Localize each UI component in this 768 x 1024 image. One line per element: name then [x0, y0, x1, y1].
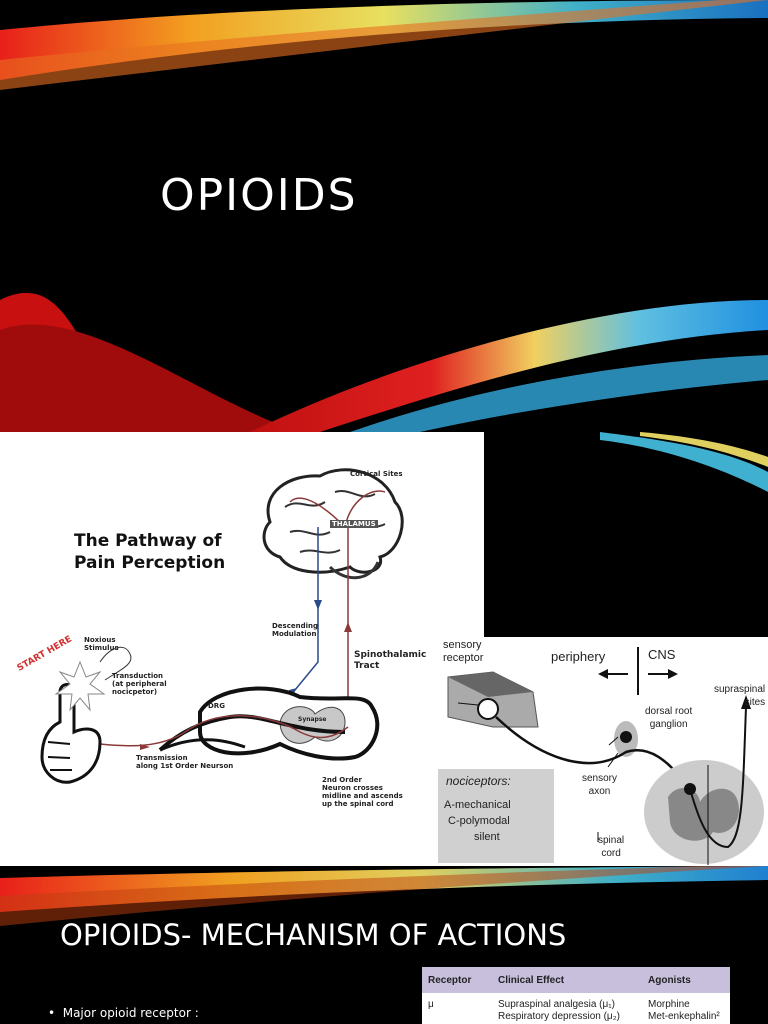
label-noxious: Noxious Stimulus — [84, 636, 119, 652]
label-sensory-receptor: sensory receptor — [443, 639, 483, 665]
label-trans-1: Transduction — [112, 672, 164, 680]
cell-agonist-2: Met-enkephalin² — [648, 1011, 720, 1022]
label-descending-1: Descending — [272, 622, 319, 630]
label-trans-2: (at peripheral — [112, 680, 167, 688]
cell-effect: Supraspinal analgesia (μ₁) Respiratory d… — [498, 999, 648, 1023]
nociceptors-box: nociceptors: A-mechanical C-polymodal si… — [438, 769, 554, 863]
header-agonists: Agonists — [648, 974, 691, 986]
label-dorsal-1: dorsal root — [645, 706, 693, 717]
label-periphery: periphery — [551, 649, 606, 664]
label-spinal-cord: spinal cord — [598, 834, 624, 860]
label-transmission: Transmission along 1st Order Neurson — [136, 754, 233, 770]
pain-pathway-slide: The Pathway of Pain Perception Cortic — [0, 432, 768, 866]
label-transmission-1: Transmission — [136, 754, 188, 762]
label-supraspinal-2: sites — [744, 697, 766, 708]
bullet-dot-icon: • — [48, 1006, 63, 1020]
label-second-4: up the spinal cord — [322, 800, 394, 808]
ribbon-decoration-top — [0, 0, 768, 432]
label-supraspinal-1: supraspinal — [714, 684, 766, 695]
label-a-mechanical: A-mechanical — [444, 799, 511, 811]
label-spino-1: Spinothalamic — [354, 650, 427, 660]
stimulus-spark-icon — [54, 660, 106, 712]
bullet-text: Major opioid receptor : — [62, 1006, 199, 1020]
label-dorsal-root: dorsal root ganglion — [645, 705, 692, 731]
label-sensory-axon: sensory axon — [582, 772, 617, 798]
label-spino-2: Tract — [354, 661, 380, 671]
pain-pathway-diagram — [40, 468, 404, 784]
label-second-3: midline and ascends — [322, 792, 403, 800]
label-second-order: 2nd Order Neuron crosses midline and asc… — [322, 776, 403, 808]
label-receptor: receptor — [443, 652, 484, 664]
label-dorsal-2: ganglion — [649, 719, 688, 730]
label-silent: silent — [474, 831, 500, 843]
label-noxious-1: Noxious — [84, 636, 116, 644]
cell-agonist: Morphine Met-enkephalin² — [648, 999, 730, 1023]
pathway-title-line1: The Pathway of — [74, 531, 222, 551]
label-transduction: Transduction (at peripheral nocicpetor) — [112, 672, 167, 696]
nociceptor-drawing — [447, 647, 764, 865]
label-supraspinal: supraspinal sites — [714, 683, 765, 709]
header-receptor: Receptor — [428, 974, 472, 986]
cell-effect-1: Supraspinal analgesia (μ₁) — [498, 999, 615, 1010]
cell-effect-2: Respiratory depression (μ₂) — [498, 1011, 620, 1022]
title-slide: OPIOIDS — [0, 0, 768, 432]
label-nociceptors: nociceptors: — [446, 774, 511, 788]
label-second-1: 2nd Order — [322, 776, 362, 784]
slide-title: OPIOIDS — [160, 170, 358, 221]
label-thalamus: THALAMUS — [330, 520, 378, 528]
label-drg: DRG — [208, 702, 225, 710]
label-cortical-sites: Cortical Sites — [350, 470, 403, 478]
label-sens-axon-2: axon — [588, 786, 611, 797]
label-spinal-1: spinal — [598, 835, 625, 846]
pathway-title-line2: Pain Perception — [74, 553, 226, 573]
label-sens-axon-1: sensory — [582, 773, 618, 784]
label-spinal-2: cord — [601, 848, 621, 859]
label-cns: CNS — [648, 647, 676, 662]
table-row: μ Supraspinal analgesia (μ₁) Respiratory… — [422, 993, 730, 1023]
label-transmission-2: along 1st Order Neurson — [136, 762, 234, 770]
label-trans-3: nocicpetor) — [112, 688, 158, 696]
slide-title: OPIOIDS- MECHANISM OF ACTIONS — [60, 918, 567, 952]
label-synapse: Synapse — [298, 716, 327, 723]
label-descending: Descending Modulation — [272, 622, 318, 638]
receptor-table: Receptor Clinical Effect Agonists μ Supr… — [422, 967, 730, 1024]
table-header: Receptor Clinical Effect Agonists — [422, 967, 730, 993]
black-corner — [484, 432, 768, 637]
label-descending-2: Modulation — [272, 630, 317, 638]
label-sensory: sensory — [443, 639, 482, 651]
label-spinothalamic: Spinothalamic Tract — [354, 650, 426, 672]
label-c-polymodal: C-polymodal — [448, 815, 510, 827]
bullet-item: • Major opioid receptor : — [48, 1006, 199, 1020]
cell-agonist-1: Morphine — [648, 999, 690, 1010]
label-noxious-2: Stimulus — [84, 644, 119, 652]
pathway-title: The Pathway of Pain Perception — [74, 530, 225, 574]
mechanism-slide: OPIOIDS- MECHANISM OF ACTIONS • Major op… — [0, 866, 768, 1024]
ribbon-decoration-slide3 — [0, 866, 768, 926]
cell-receptor: μ — [428, 999, 434, 1010]
label-second-2: Neuron crosses — [322, 784, 383, 792]
header-clinical-effect: Clinical Effect — [498, 974, 565, 986]
